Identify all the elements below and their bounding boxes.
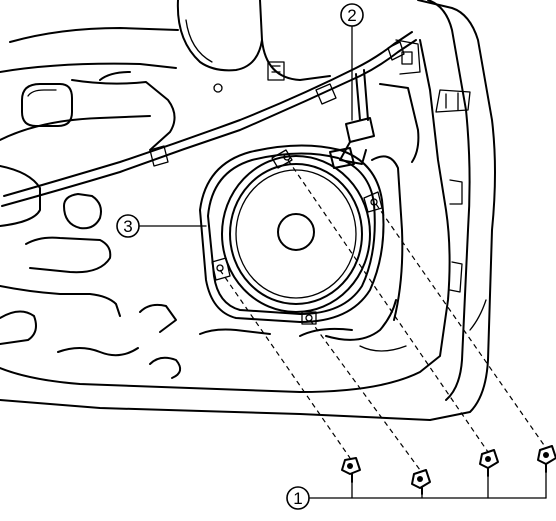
door-panel	[0, 0, 496, 421]
callout-2: 2	[340, 3, 364, 27]
callout-2-number: 2	[347, 6, 356, 25]
bolt-3	[479, 449, 499, 477]
door-speaker	[199, 144, 385, 325]
callout-1-number: 1	[293, 489, 302, 508]
speaker-connector	[329, 117, 375, 169]
bolt-4	[537, 445, 556, 473]
callout-1-leader	[309, 471, 547, 499]
callout-3: 3	[116, 214, 140, 238]
callout-3-number: 3	[123, 217, 132, 236]
bolt-2	[411, 469, 431, 495]
mounting-guide-lines	[219, 159, 547, 471]
callout-1: 1	[286, 486, 310, 510]
bolt-1	[341, 457, 361, 483]
